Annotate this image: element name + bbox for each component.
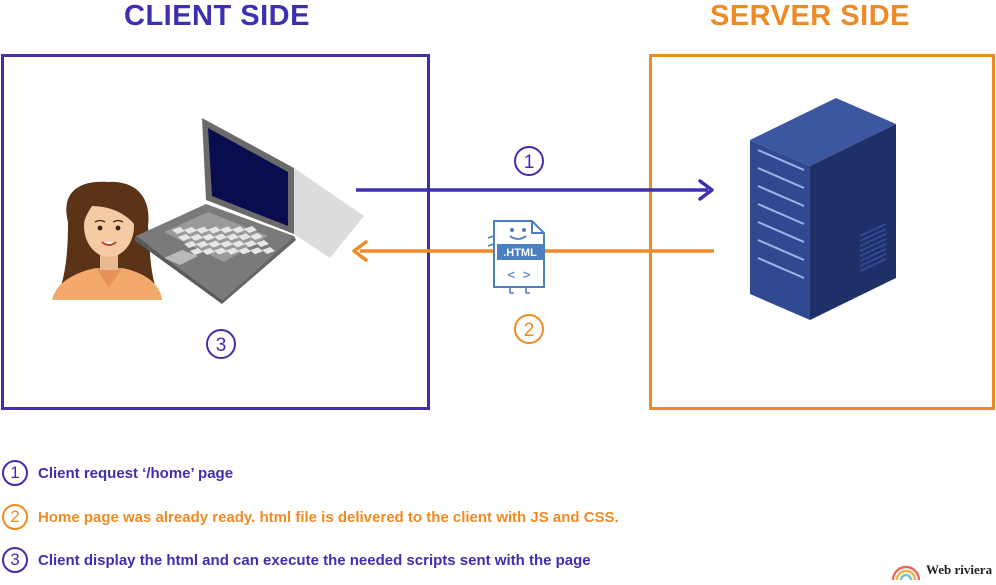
- client-side-panel: [1, 54, 430, 410]
- brand-name: Web riviera: [926, 562, 993, 577]
- html-file-icon: .HTML < >: [487, 220, 545, 294]
- server-side-title: SERVER SIDE: [710, 0, 910, 32]
- request-arrow: [356, 179, 714, 201]
- step-2-marker: 2: [514, 314, 544, 344]
- html-file-code: < >: [507, 268, 531, 283]
- server-side-panel: [649, 54, 995, 410]
- html-file-label: .HTML: [503, 247, 537, 259]
- step-3-number: 3: [216, 335, 227, 356]
- person-icon: [52, 181, 162, 300]
- step-1-marker: 1: [514, 146, 544, 176]
- server-icon: [750, 98, 896, 320]
- legend-step-3-text: Client display the html and can execute …: [38, 551, 591, 569]
- legend-step-2-text: Home page was already ready. html file i…: [38, 508, 619, 526]
- brand-logo: Web riviera: [890, 558, 992, 582]
- legend-step-2-number: 2: [2, 504, 28, 530]
- step-2-number: 2: [524, 320, 535, 341]
- rainbow-logo-icon: [891, 565, 921, 581]
- laptop-icon: [134, 118, 364, 304]
- legend-step-1-number: 1: [2, 460, 28, 486]
- legend-step-2: 2 Home page was already ready. html file…: [0, 504, 619, 530]
- request-response-diagram: 1 2 .HTML < > 3: [52, 98, 896, 359]
- client-side-title: CLIENT SIDE: [124, 0, 310, 32]
- step-3-marker: 3: [206, 329, 236, 359]
- step-1-number: 1: [524, 152, 535, 173]
- legend-step-3: 3 Client display the html and can execut…: [0, 547, 591, 573]
- legend-step-1-text: Client request ‘/home’ page: [38, 464, 234, 482]
- legend-step-3-number: 3: [2, 547, 28, 573]
- legend-step-1: 1 Client request ‘/home’ page: [0, 460, 233, 486]
